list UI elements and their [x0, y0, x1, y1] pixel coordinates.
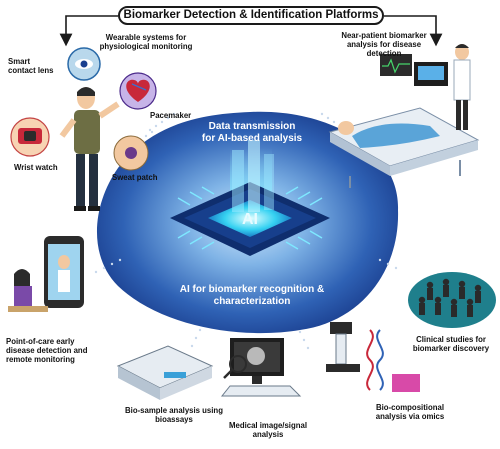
label-point-of-care: Point-of-care early disease detection an…: [6, 337, 88, 364]
omics-microscope-dna: [326, 322, 420, 392]
label-wrist-watch: Wrist watch: [14, 163, 58, 172]
label-medical-image: Medical image/signal analysis: [229, 421, 307, 439]
label-bio-sample: Bio-sample analysis using bioassays: [125, 406, 223, 424]
ai-recognition-caption: AI for biomarker recognition & character…: [179, 284, 325, 307]
title-arrow-left: [59, 15, 118, 47]
title-box: Biomarker Detection & Identification Pla…: [118, 6, 384, 25]
label-sweat-patch: Sweat patch: [112, 173, 158, 182]
label-smart-contact-lens: Smart contact lens: [8, 57, 54, 75]
sweat-patch-illustration: [113, 135, 149, 171]
hospital-bed-scene: [328, 44, 480, 188]
clinical-crowd-scene: [408, 272, 496, 328]
contact-lens-illustration: [67, 47, 101, 81]
wearable-person-figure: [59, 87, 120, 211]
data-transmission-caption: Data transmission for AI-based analysis: [201, 121, 303, 144]
title-arrow-right: [384, 15, 443, 47]
pacemaker-heart-illustration: [119, 72, 157, 110]
point-of-care-scene: [8, 236, 84, 312]
wrist-watch-illustration: [10, 117, 50, 157]
bioassay-device: [116, 345, 214, 400]
chip-ai-text: AI: [242, 211, 258, 228]
label-pacemaker: Pacemaker: [150, 111, 192, 120]
page-title: Biomarker Detection & Identification Pla…: [123, 9, 379, 21]
label-bio-compositional: Bio-compositional analysis via omics: [375, 403, 445, 421]
medical-image-monitor: [220, 338, 302, 397]
ai-chip: [170, 140, 330, 256]
label-clinical-studies: Clinical studies for biomarker discovery: [412, 335, 490, 353]
label-wearable-systems: Wearable systems for physiological monit…: [99, 33, 193, 51]
label-near-patient: Near-patient biomarker analysis for dise…: [341, 31, 427, 58]
